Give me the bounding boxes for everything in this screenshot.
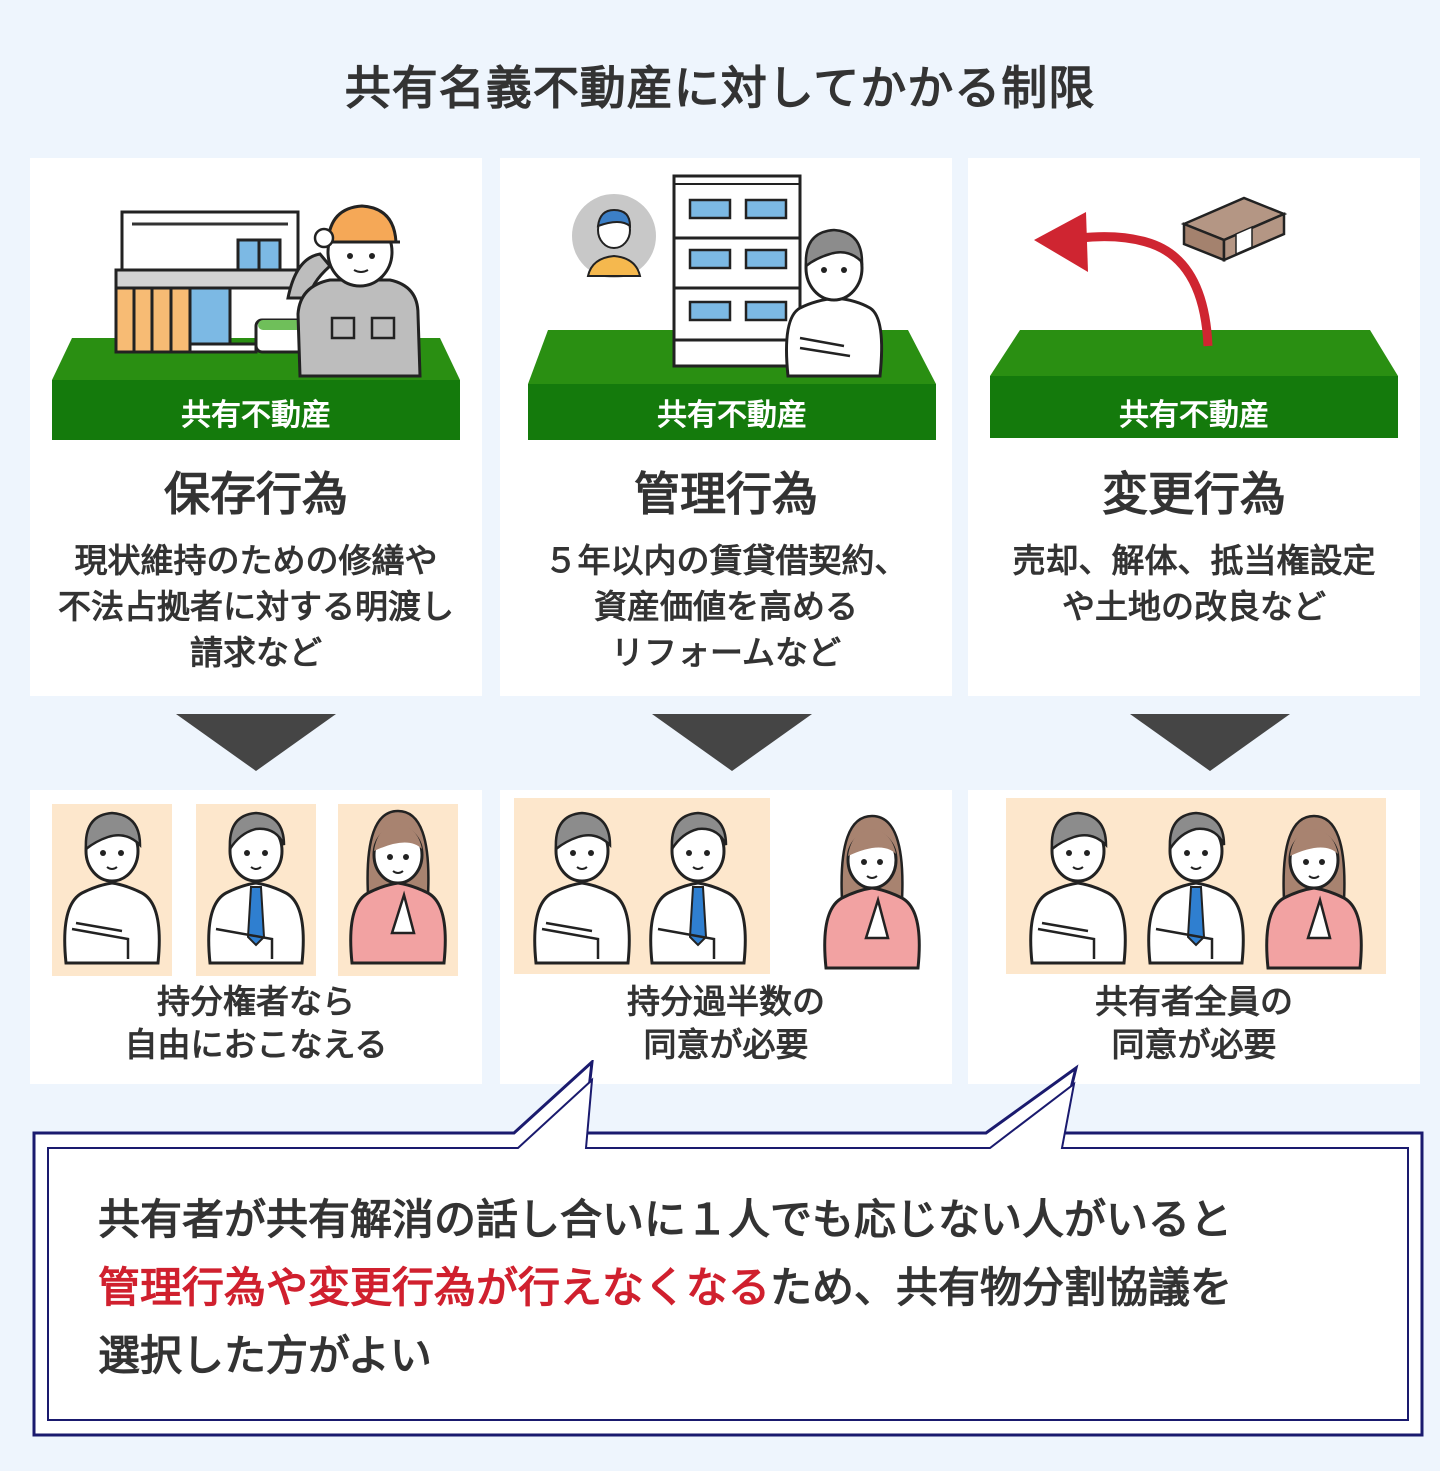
apartment-illustration [528,174,936,440]
platform-front [52,380,460,440]
requirement-text: 共有者全員の 同意が必要 [968,980,1420,1066]
house-worker-illustration [52,204,460,440]
worker-icon [286,204,422,378]
act-card-management: 管理行為 ５年以内の賃貸借契約、 資産価値を高める リフォームなど [500,158,952,696]
requirement-card-alteration: 共有者全員の 同意が必要 [968,790,1420,1084]
requirement-text: 持分権者なら 自由におこなえる [30,980,482,1066]
act-description-line: 売却、解体、抵当権設定 [1012,541,1376,580]
money-bundle-icon [1180,196,1288,262]
down-arrow-icon [652,714,812,771]
act-card-preservation: 保存行為 現状維持のための修繕や 不法占拠者に対する明渡し 請求など [30,158,482,696]
requirement-line: 同意が必要 [1111,1025,1277,1064]
co-owners-illustration [514,798,921,974]
act-description-line: リフォームなど [610,633,841,672]
requirement-line: 共有者全員の [1095,982,1293,1021]
requirement-card-preservation: 持分権者なら 自由におこなえる [30,790,482,1084]
platform-front [990,376,1398,438]
requirement-line: 自由におこなえる [124,1025,388,1064]
act-description-line: 資産価値を高める [594,587,858,626]
act-description-line: 不法占拠者に対する明渡し [58,587,454,626]
act-title: 管理行為 [634,467,818,521]
act-title: 保存行為 [164,467,348,521]
co-owner-woman-icon [823,814,921,970]
down-arrow-icon [176,714,336,771]
requirement-text: 持分過半数の 同意が必要 [500,980,952,1066]
act-description: 現状維持のための修繕や 不法占拠者に対する明渡し 請求など [30,538,482,676]
act-description-line: 現状維持のための修繕や [74,541,438,580]
callout-line-1: 共有者が共有解消の話し合いに１人でも応じない人がいると [98,1195,1233,1244]
callout-line-3: 選択した方がよい [98,1331,432,1380]
money-arrow-illustration [990,196,1398,438]
act-description-line: ５年以内の賃貸借契約、 [544,541,908,580]
requirement-line: 持分権者なら [157,982,355,1021]
act-description: ５年以内の賃貸借契約、 資産価値を高める リフォームなど [500,538,952,676]
platform-top [990,330,1398,376]
co-owners-illustration [1006,798,1386,974]
co-owners-illustration [52,804,458,976]
callout-line-2: 管理行為や変更行為が行えなくなるため、共有物分割協議を [98,1254,1388,1322]
callout-line-2-rest: ため、共有物分割協議を [770,1263,1233,1312]
platform-label: 共有不動産 [1119,398,1269,433]
requirement-line: 同意が必要 [643,1025,809,1064]
act-title: 変更行為 [1102,467,1286,521]
tenant-bubble-icon [572,194,656,278]
down-arrow-icon [1130,714,1290,771]
page-title: 共有名義不動産に対してかかる制限 [344,61,1096,115]
requirement-line: 持分過半数の [627,982,825,1021]
owner-person-icon [785,228,884,378]
platform-label: 共有不動産 [181,398,331,433]
speech-callout-box [32,1060,1424,1437]
platform-front [528,384,936,440]
house-icon [114,210,312,354]
platform-label: 共有不動産 [657,398,807,433]
act-description: 売却、解体、抵当権設定 や土地の改良など [968,538,1420,630]
requirement-card-management: 持分過半数の 同意が必要 [500,790,952,1084]
callout-highlight: 管理行為や変更行為が行えなくなる [98,1263,771,1312]
red-curved-arrow-icon [1079,232,1213,347]
act-description-line: や土地の改良など [1062,587,1326,626]
act-description-line: 請求など [190,633,322,672]
callout-text: 共有者が共有解消の話し合いに１人でも応じない人がいると 管理行為や変更行為が行え… [98,1186,1388,1390]
act-card-alteration: 変更行為 売却、解体、抵当権設定 や土地の改良など [968,158,1420,696]
apartment-building-icon [672,174,802,368]
